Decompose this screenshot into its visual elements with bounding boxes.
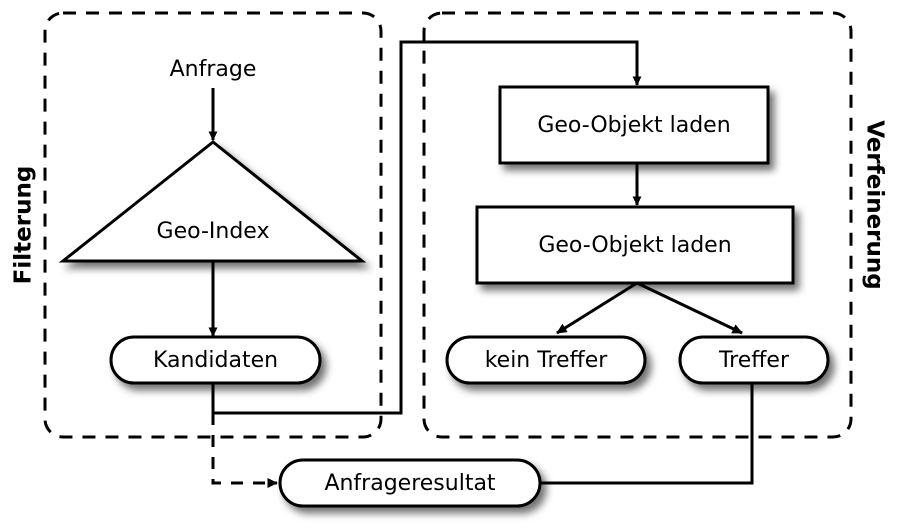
node-geo-index[interactable]: Geo-Index (58, 140, 367, 263)
node-geo-objekt-laden-2[interactable]: Geo-Objekt laden (475, 205, 795, 285)
filterung-dashed-border (43, 11, 383, 439)
node-anfrage: Anfrage (170, 57, 257, 82)
edge-geoobjekt2-to-treffer (636, 281, 743, 335)
node-geo-objekt-laden-1-label: Geo-Objekt laden (537, 113, 730, 138)
node-anfrageresultat[interactable]: Anfrageresultat (278, 458, 542, 508)
node-geo-objekt-laden-1[interactable]: Geo-Objekt laden (498, 85, 770, 165)
edge-geoobjekt2-to-kein-treffer (556, 281, 638, 335)
verfeinerung-dashed-border (422, 11, 853, 439)
edge-kandidaten-to-geoobjekt1 (211, 40, 642, 415)
edge-treffer-to-anfrageresultat (540, 383, 754, 485)
group-label-filterung: Filterung (11, 166, 37, 285)
node-kein-treffer-label: kein Treffer (485, 348, 609, 373)
node-geo-index-label: Geo-Index (157, 219, 270, 244)
kandidaten-stadium-shape (109, 335, 322, 385)
group-frame-verfeinerung: Verfeinerung (422, 11, 888, 439)
node-kandidaten-label: Kandidaten (153, 348, 278, 373)
treffer-stadium-shape (678, 335, 830, 385)
group-frame-filterung: Filterung (11, 11, 383, 439)
geo-objekt-laden-2-rect-shape (475, 205, 795, 285)
node-treffer-label: Treffer (718, 348, 790, 373)
node-kein-treffer[interactable]: kein Treffer (445, 335, 647, 385)
node-kandidaten[interactable]: Kandidaten (109, 335, 322, 385)
group-label-verfeinerung: Verfeinerung (862, 120, 888, 290)
anfrageresultat-stadium-shape (278, 458, 542, 508)
kein-treffer-stadium-shape (445, 335, 647, 385)
geo-objekt-laden-1-rect-shape (498, 85, 770, 165)
node-anfrageresultat-label: Anfrageresultat (324, 471, 495, 496)
node-geo-objekt-laden-2-label: Geo-Objekt laden (538, 233, 731, 258)
edge-kandidaten-to-anfrageresultat-dashed (211, 413, 278, 488)
geo-index-triangle-shape (58, 140, 367, 263)
node-treffer[interactable]: Treffer (678, 335, 830, 385)
